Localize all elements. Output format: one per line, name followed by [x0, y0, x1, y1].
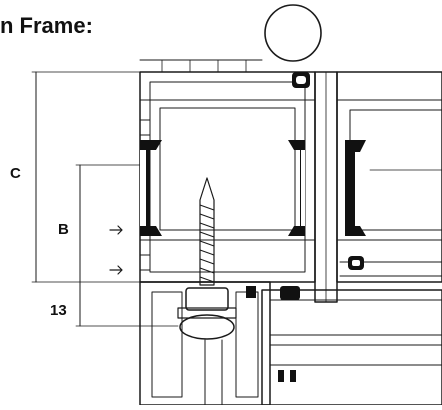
dimension-lines: [31, 71, 179, 327]
centre-mullion: [314, 71, 442, 303]
glazing-bead: [246, 286, 442, 406]
drainage-arrows: [109, 225, 123, 275]
dimension-c-label: C: [10, 165, 21, 182]
dimension-b-label: B: [58, 221, 69, 238]
dimension-13-label: 13: [50, 302, 67, 319]
left-gaskets: [140, 140, 305, 236]
diagram-title: n Frame:: [0, 13, 93, 38]
left-sash-profile: [139, 59, 316, 283]
outer-frame-hatched: [139, 281, 271, 406]
fixing-screw: [177, 177, 237, 340]
right-gaskets: [292, 72, 366, 270]
hinge-circle: [264, 4, 322, 62]
